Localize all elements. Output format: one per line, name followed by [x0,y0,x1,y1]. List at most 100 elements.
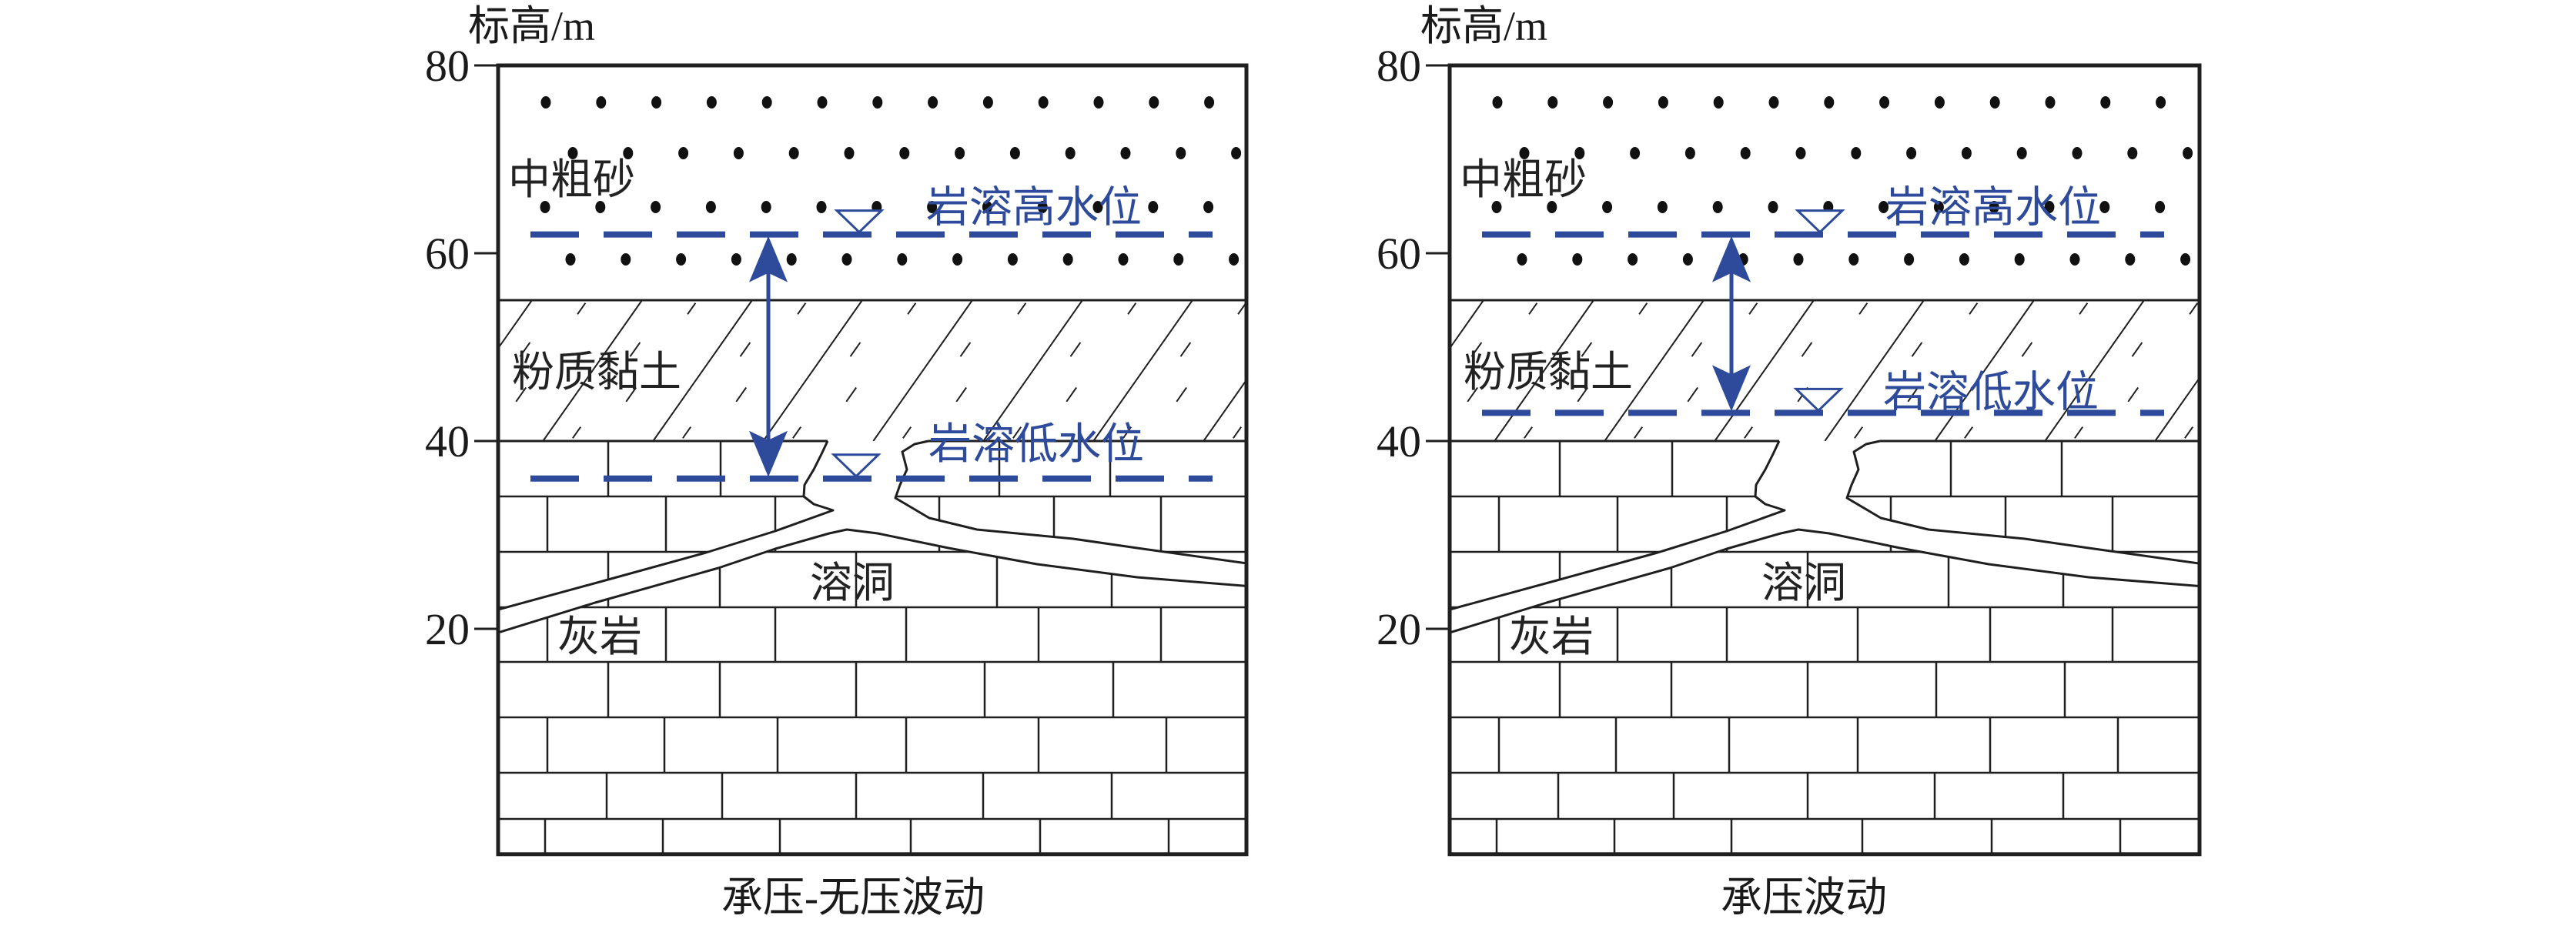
hatch-dash [1691,342,1703,357]
sand-dot [1009,147,1020,159]
y-tick-label: 80 [425,41,470,91]
hatch-dash [2131,342,2143,357]
karst-cave-outline [1845,439,2200,565]
sand-dot [1007,253,1018,266]
sand-dot [706,96,717,109]
hatch-dash [797,302,807,315]
low-water-label: 岩溶低水位 [1883,369,2099,416]
sand-dot [1658,96,1668,109]
sand-dot [1093,96,1104,109]
sand-dot [2127,147,2138,159]
hatch-dash [2243,343,2253,356]
y-tick-label: 80 [1377,41,1421,91]
layer-label-silty-clay: 粉质黏土 [1464,349,1633,396]
hatch-dash [1127,302,1137,315]
y-tick-label: 60 [425,229,470,279]
hatch-dash [2410,303,2417,315]
sand-dot [705,201,716,213]
karst-cave-outline [894,439,1246,565]
hatch-dash [1286,388,1296,402]
sand-dot [1204,96,1215,109]
sand-dot [761,96,772,109]
sand-dot [1229,253,1239,266]
hatch-line [1714,299,1815,442]
hatch-dash [1362,343,1372,356]
hatch-dash [735,386,748,403]
hatch-dash [2127,386,2139,403]
hatch-dash [849,342,861,357]
sand-dot [897,253,908,266]
sand-dot [1878,201,1889,213]
karst-cave-outline [1450,440,1786,611]
hatch-dash [1419,303,1427,315]
sand-dot [1713,96,1724,109]
hatch-line [2154,376,2200,442]
hatch-dash [1252,343,1262,356]
hatch-dash [2079,302,2089,315]
sand-dot [1712,201,1723,213]
sand-dot [2044,201,2055,213]
sand-dot [1574,147,1585,159]
hatch-dash [572,426,582,439]
y-tick-label: 60 [1377,229,1421,279]
hatch-line [762,299,863,442]
sand-dot [731,253,741,266]
hatch-line [1934,299,2035,442]
hatch-dash [1528,302,1538,315]
hatch-dash [907,302,917,315]
sand-dots [1491,96,2193,266]
sand-dot [540,201,550,213]
sand-dot [2045,96,2056,109]
sand-dot [2100,96,2111,109]
high-water-label: 岩溶高水位 [926,185,1142,232]
sand-dot [2156,96,2166,109]
sand-dot [1934,96,1945,109]
strata-left [357,96,1466,854]
sand-dot [2183,147,2193,159]
sand-dot [565,253,576,266]
high-water-triangle-icon [834,209,885,234]
sand-dot [1989,96,2000,109]
sand-dot [1062,253,1073,266]
hatch-dash [1357,388,1367,402]
hatch-dash [1343,427,1351,439]
layer-label-limestone: 灰岩 [1509,613,1594,660]
hatch-dash [357,303,365,315]
hatch-dash [2295,427,2303,439]
y-axis-title: 标高/m [468,3,595,49]
hatch-dash [1744,426,1754,439]
sand-dot [1906,147,1917,159]
sand-dot [623,147,634,159]
hatch-dash [1233,426,1243,439]
panel-caption: 承压波动 [1721,874,1887,921]
sand-dot [761,201,771,213]
hatch-dash [1458,303,1466,315]
y-tick-label: 40 [425,416,470,466]
sand-dot [2014,253,2025,266]
hatch-dash [845,386,858,403]
clay-hatch [357,299,1466,442]
sand-dot [1879,96,1890,109]
hatch-line [2044,299,2145,442]
hatch-dash [2348,388,2358,402]
sand-dot [651,201,661,213]
sand-dot [1630,147,1641,159]
hatch-dash [629,342,641,357]
sand-dot [1148,201,1159,213]
hatch-dash [1638,302,1648,315]
low-water-triangle-icon [831,453,882,478]
sand-dot [1851,147,1862,159]
sand-dot [1768,96,1779,109]
y-axis-title: 标高/m [1420,3,1547,49]
hatch-dash [1634,426,1644,439]
sand-dot [2155,201,2166,213]
sand-dot [1065,147,1076,159]
sand-dot [1602,201,1613,213]
sand-dot [1572,253,1583,266]
hatch-dash [1194,427,1202,439]
arrow-head-down-icon [1712,365,1751,412]
sand-dots [540,96,1242,266]
hatch-line [542,299,643,442]
karst-cave-fill [498,441,1246,633]
